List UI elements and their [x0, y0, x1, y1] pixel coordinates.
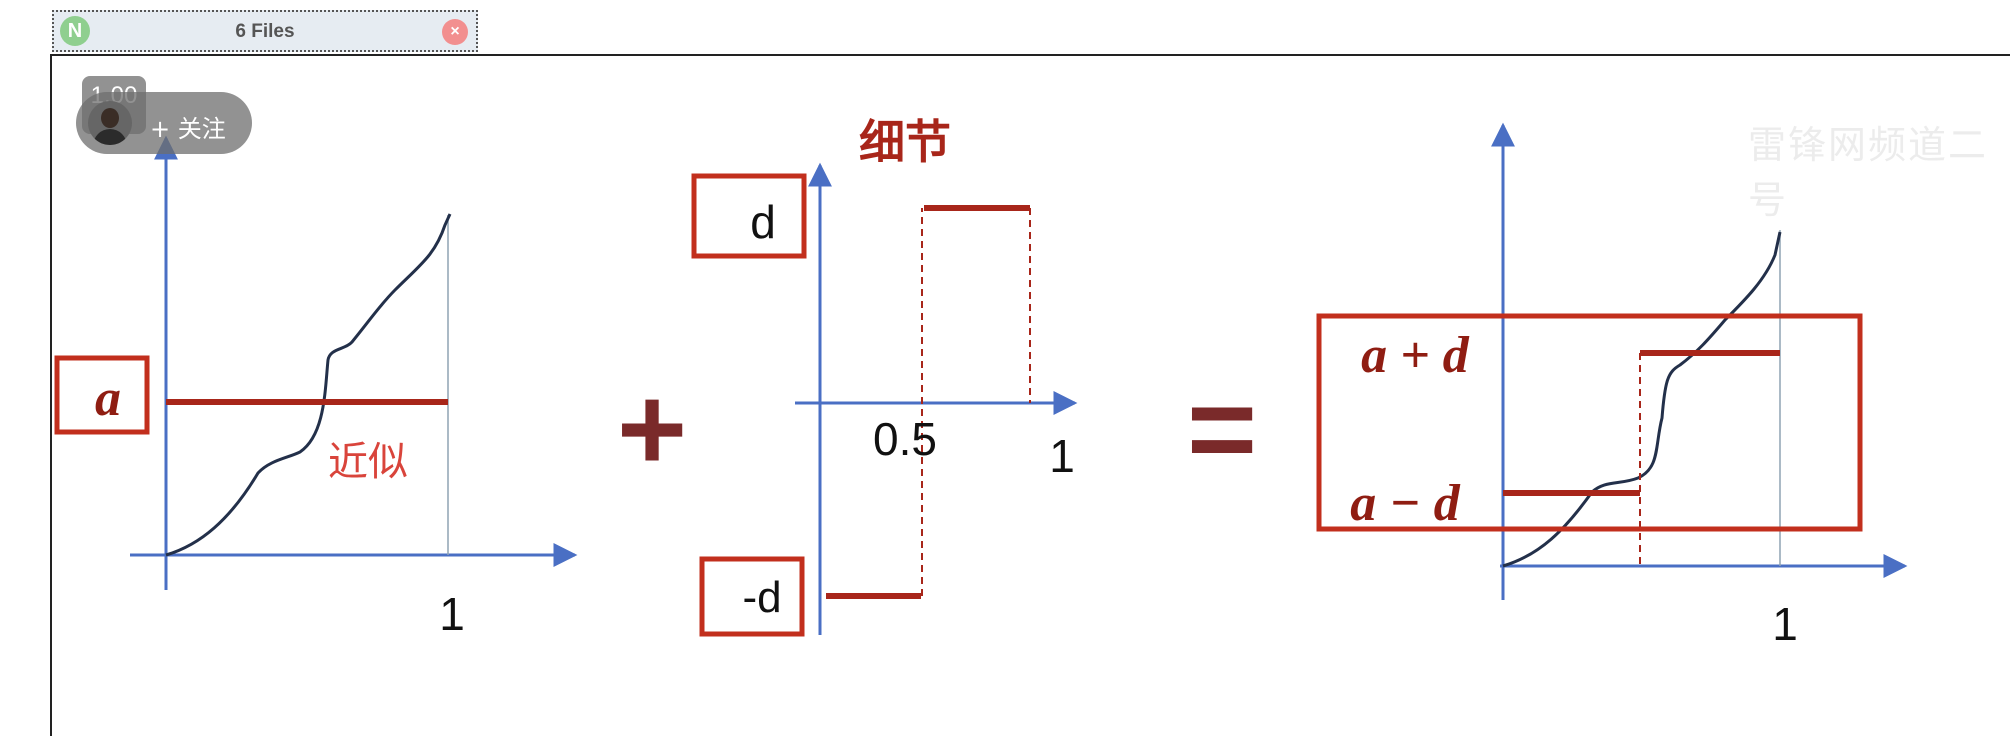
- follow-label: + 关注: [150, 115, 226, 143]
- panel2-bottom-label: -d: [742, 573, 781, 622]
- file-tab[interactable]: N 6 Files ×: [52, 10, 478, 52]
- panel2-mid-tick: 0.5: [873, 413, 937, 465]
- panel1-signal-curve: [165, 213, 452, 557]
- panel1-level-label: a: [95, 370, 121, 427]
- panel2-title: 细节: [859, 115, 951, 169]
- panel2-bottom-box: [699, 556, 805, 637]
- close-icon[interactable]: ×: [442, 19, 468, 45]
- panel-detail: 细节 d -d 0.5 1: [691, 115, 1078, 637]
- frame-left-border: [50, 54, 52, 736]
- panel2-x-tick: 1: [1049, 430, 1075, 482]
- panel3-signal-curve: [1502, 231, 1782, 568]
- panel-approximation: a 近似 1: [54, 135, 578, 640]
- tab-title: 6 Files: [235, 21, 295, 42]
- app-logo-icon: N: [60, 16, 90, 46]
- panel3-upper-label: a + d: [1361, 327, 1470, 384]
- plus-operator: +: [617, 362, 687, 496]
- panel3-x-tick: 1: [1772, 598, 1798, 650]
- panel2-top-box: [691, 173, 807, 259]
- panel1-level-box: [54, 355, 150, 435]
- frame-top-border: [50, 54, 2010, 56]
- watermark: 雷锋网频道二号: [1748, 123, 1989, 222]
- panel-result: a + d a − d 1: [1316, 122, 1908, 650]
- follow-button[interactable]: + 关注: [76, 92, 252, 154]
- panel1-approx-label: 近似: [328, 439, 408, 485]
- panel3-lower-label: a − d: [1350, 475, 1461, 532]
- equals-operator: =: [1187, 362, 1257, 496]
- panel1-x-tick: 1: [439, 588, 465, 640]
- panel3-result-box: [1316, 313, 1863, 532]
- panel2-top-label: d: [750, 196, 776, 248]
- avatar: [88, 101, 132, 145]
